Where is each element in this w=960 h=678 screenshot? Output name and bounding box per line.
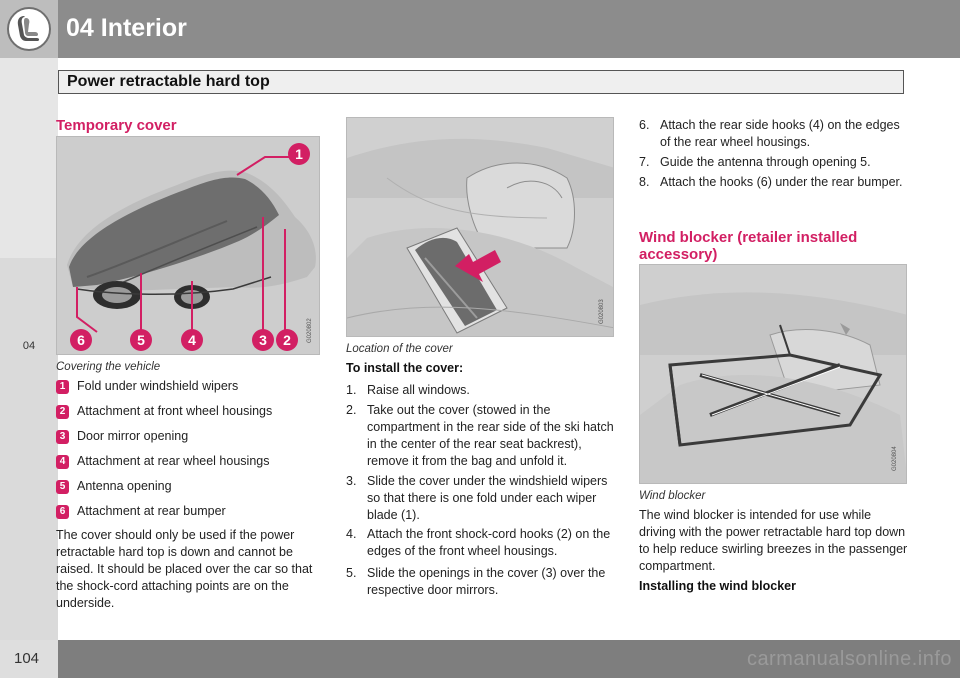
legend-number: 4: [56, 455, 69, 469]
step-number: 8.: [639, 175, 650, 189]
figure-code: G020803: [599, 299, 605, 324]
step-text: Slide the openings in the cover (3) over…: [367, 566, 606, 597]
temporary-cover-heading: Temporary cover: [56, 117, 177, 134]
list-item: 6. Attach the rear side hooks (4) on the…: [639, 117, 909, 151]
step-text: Attach the hooks (6) under the rear bump…: [660, 175, 903, 189]
step-number: 3.: [346, 474, 357, 488]
chapter-icon-tab: [0, 0, 58, 58]
side-tab: 04: [0, 58, 58, 640]
step-number: 1.: [346, 383, 357, 397]
legend-number: 6: [56, 505, 69, 519]
wind-blocker-heading-line1: Wind blocker (retailer installed: [639, 229, 858, 246]
step-number: 5.: [346, 566, 357, 580]
page-number: 104: [14, 650, 40, 667]
legend-label: Antenna opening: [77, 479, 172, 493]
legend-label: Fold under windshield wipers: [77, 379, 239, 393]
side-tab-upper: [0, 58, 58, 258]
step-text: Raise all windows.: [367, 383, 470, 397]
svg-text:4: 4: [188, 332, 196, 348]
legend-number: 2: [56, 405, 69, 419]
list-item: 2. Take out the cover (stowed in the com…: [346, 402, 616, 470]
section-title: Power retractable hard top: [67, 73, 270, 90]
step-number: 4.: [346, 527, 357, 541]
legend-label: Attachment at rear wheel housings: [77, 454, 270, 468]
figure-code: G020804: [892, 446, 898, 471]
svg-text:6: 6: [77, 332, 85, 348]
chapter-header: 04 Interior: [0, 0, 960, 58]
list-item: 5. Slide the openings in the cover (3) o…: [346, 565, 616, 599]
legend-number: 1: [56, 380, 69, 394]
side-tab-number: 04: [22, 340, 36, 352]
page-footer: 104 carmanualsonline.info: [0, 640, 960, 678]
watermark: carmanualsonline.info: [746, 648, 952, 670]
step-number: 2.: [346, 403, 357, 417]
svg-text:5: 5: [137, 332, 145, 348]
installing-wind-blocker-subheading: Installing the wind blocker: [639, 579, 796, 593]
step-text: Guide the antenna through opening 5.: [660, 155, 871, 169]
car-cover-figure: 1 6 5 4 3 2 G020802: [56, 136, 320, 355]
legend-number: 5: [56, 480, 69, 494]
page-number-tab: 104: [0, 640, 58, 678]
list-item: 7. Guide the antenna through opening 5.: [639, 154, 909, 171]
list-item: 3. Slide the cover under the windshield …: [346, 473, 616, 524]
list-item: 4. Attach the front shock-cord hooks (2)…: [346, 526, 616, 560]
wind-blocker-illustration: [640, 265, 906, 483]
step-text: Slide the cover under the windshield wip…: [367, 474, 608, 522]
install-cover-subheading: To install the cover:: [346, 361, 464, 375]
svg-text:1: 1: [295, 146, 303, 162]
wind-blocker-heading-line2: accessory): [639, 246, 718, 263]
seat-icon: [7, 7, 51, 51]
step-text: Attach the rear side hooks (4) on the ed…: [660, 118, 900, 149]
chapter-title: 04 Interior: [66, 14, 187, 42]
figure-caption: Covering the vehicle: [56, 361, 161, 373]
wind-blocker-paragraph: The wind blocker is intended for use whi…: [639, 508, 908, 573]
cover-usage-paragraph: The cover should only be used if the pow…: [56, 528, 313, 610]
car-cover-illustration: 1 6 5 4 3 2: [57, 137, 319, 354]
svg-text:2: 2: [283, 332, 291, 348]
step-number: 6.: [639, 118, 650, 132]
figure-caption: Wind blocker: [639, 490, 706, 502]
step-text: Attach the front shock-cord hooks (2) on…: [367, 527, 611, 558]
svg-text:3: 3: [259, 332, 267, 348]
legend-label: Attachment at rear bumper: [77, 504, 226, 518]
list-item: 8. Attach the hooks (6) under the rear b…: [639, 174, 909, 191]
wind-blocker-figure: G020804: [639, 264, 907, 484]
figure-caption: Location of the cover: [346, 343, 453, 355]
list-item: 1. Raise all windows.: [346, 382, 616, 399]
section-header: Power retractable hard top: [58, 70, 904, 94]
legend-label: Attachment at front wheel housings: [77, 404, 273, 418]
step-number: 7.: [639, 155, 650, 169]
legend-label: Door mirror opening: [77, 429, 189, 443]
cover-location-figure: G020803: [346, 117, 614, 337]
cover-location-illustration: [347, 118, 613, 336]
figure-code: G020802: [307, 318, 313, 343]
step-text: Take out the cover (stowed in the compar…: [367, 403, 614, 468]
legend-number: 3: [56, 430, 69, 444]
